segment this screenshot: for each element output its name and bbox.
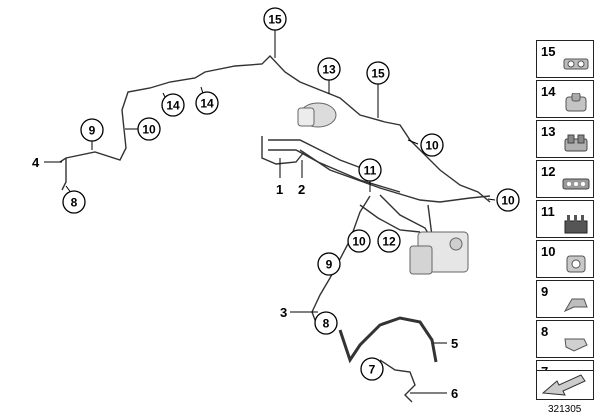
module-brake-pipe (299, 149, 491, 203)
svg-text:11: 11 (364, 164, 377, 178)
flex-hose (338, 316, 438, 364)
pipe-bundle-loop (261, 136, 305, 165)
label-4[interactable]: 4 (32, 155, 40, 170)
brake-booster (297, 102, 337, 128)
label-6[interactable]: 6 (451, 386, 458, 401)
svg-text:7: 7 (369, 363, 376, 377)
panel-item-12[interactable]: 12 (536, 160, 594, 198)
callout-10-left[interactable]: 10 (137, 117, 161, 141)
upper-brake-pipe (59, 54, 491, 203)
callout-10-middle[interactable]: 10 (347, 229, 371, 253)
panel-item-10[interactable]: 10 (536, 240, 594, 278)
label-3[interactable]: 3 (280, 305, 287, 320)
svg-text:8: 8 (323, 317, 330, 331)
panel-item-number: 13 (541, 124, 556, 139)
callout-9-top[interactable]: 9 (80, 118, 104, 142)
bracket-clip-icon (563, 298, 588, 313)
panel-item-15[interactable]: 15 (536, 40, 594, 78)
left-end-pipe (61, 158, 67, 191)
callout-10-right[interactable]: 10 (420, 133, 444, 157)
svg-text:10: 10 (501, 194, 515, 208)
svg-text:12: 12 (382, 235, 396, 249)
callout-9-bottom[interactable]: 9 (317, 252, 341, 276)
callout-11[interactable]: 11 (358, 158, 382, 182)
callout-7[interactable]: 7 (360, 357, 384, 381)
abs-module (409, 231, 469, 275)
panel-item-13[interactable]: 13 (536, 120, 594, 158)
svg-text:14: 14 (166, 99, 180, 113)
callout-14-left[interactable]: 14 (161, 93, 185, 117)
parts-panel: 15 14 13 12 11 10 9 8 7 (536, 40, 596, 403)
reference-number: 321305 (548, 404, 582, 415)
panel-item-9[interactable]: 9 (536, 280, 594, 318)
panel-item-number: 8 (541, 324, 549, 339)
svg-text:15: 15 (268, 13, 282, 27)
callout-15-top[interactable]: 15 (263, 7, 287, 31)
panel-item-number: 12 (541, 164, 556, 179)
svg-text:10: 10 (425, 139, 439, 153)
panel-item-number: 15 (541, 44, 556, 59)
svg-text:14: 14 (200, 97, 214, 111)
panel-item-number: 11 (541, 204, 555, 219)
label-1[interactable]: 1 (276, 182, 283, 197)
panel-item-11[interactable]: 11 (536, 200, 594, 238)
twin-clip-icon (564, 134, 588, 152)
pipe-bundle (268, 139, 401, 193)
svg-text:13: 13 (322, 63, 336, 77)
direction-arrow-box (536, 370, 594, 400)
plain-labels: 4 1 2 3 5 6 (32, 155, 458, 401)
callout-10-far-right[interactable]: 10 (496, 188, 520, 212)
direction-arrow-icon (541, 374, 586, 396)
callout-8-top[interactable]: 8 (62, 190, 86, 214)
callout-8-bottom[interactable]: 8 (314, 311, 338, 335)
panel-item-number: 9 (541, 284, 549, 299)
label-2[interactable]: 2 (298, 182, 305, 197)
svg-text:15: 15 (371, 67, 385, 81)
brake-lines (59, 54, 491, 403)
clip-holder-icon (565, 93, 587, 112)
panel-item-14[interactable]: 14 (536, 80, 594, 118)
panel-item-8[interactable]: 8 (536, 320, 594, 358)
pipe-holder-icon (566, 255, 586, 273)
comb-clip-icon (564, 215, 588, 234)
svg-text:10: 10 (352, 235, 366, 249)
svg-text:8: 8 (71, 196, 78, 210)
svg-text:10: 10 (142, 123, 156, 137)
multi-clip-icon (562, 178, 590, 190)
hose-bracket (379, 359, 416, 403)
callout-15-right[interactable]: 15 (366, 61, 390, 85)
spring-clip-icon (564, 338, 588, 352)
callout-12[interactable]: 12 (377, 229, 401, 253)
panel-item-number: 10 (541, 244, 556, 259)
panel-item-number: 14 (541, 84, 556, 99)
svg-text:9: 9 (326, 258, 333, 272)
svg-text:9: 9 (89, 124, 96, 138)
label-5[interactable]: 5 (451, 336, 458, 351)
leader-lines (44, 30, 496, 394)
callout-14-right[interactable]: 14 (195, 91, 219, 115)
callout-13[interactable]: 13 (317, 57, 341, 81)
callouts: 15 13 15 14 14 9 10 10 8 11 10 10 12 9 8… (62, 7, 520, 381)
double-clip-icon (563, 58, 589, 70)
